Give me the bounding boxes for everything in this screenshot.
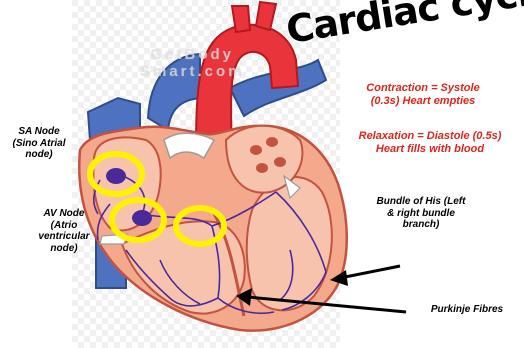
- aorta-branch-1: [232, 6, 250, 32]
- bundle-of-his-label: Bundle of His (Left & right bundle branc…: [356, 196, 486, 231]
- av-node-line-2: (Atrio: [22, 220, 106, 232]
- bundle-line-1: Bundle of His (Left: [356, 196, 486, 208]
- diastole-line-1: Relaxation = Diastole (0.5s): [340, 130, 520, 143]
- av-node-line-3: ventricular: [22, 231, 106, 243]
- av-node-line-4: node): [22, 243, 106, 255]
- bundle-line-2: & right bundle: [356, 208, 486, 220]
- pulmonary-vein-opening: [250, 145, 262, 155]
- sa-node-line-3: node): [0, 149, 78, 161]
- av-node-label: AV Node (Atrio ventricular node): [22, 208, 106, 254]
- systole-line-2: (0.3s) Heart empties: [328, 95, 518, 108]
- av-node: [132, 210, 152, 226]
- watermark-line-2: Smart.com: [140, 63, 245, 80]
- pulmonary-vein-opening: [274, 157, 286, 167]
- diastole-label: Relaxation = Diastole (0.5s) Heart fills…: [340, 130, 520, 155]
- sa-node-line-2: (Sino Atrial: [0, 138, 78, 150]
- sa-node-line-1: SA Node: [0, 126, 78, 138]
- watermark: GetBody Smart.com: [140, 46, 245, 81]
- watermark-line-1: GetBody: [140, 46, 245, 63]
- purkinje-fibres-label: Purkinje Fibres: [414, 304, 520, 316]
- sa-node: [106, 168, 126, 184]
- systole-label: Contraction = Systole (0.3s) Heart empti…: [328, 82, 518, 107]
- av-node-line-1: AV Node: [22, 208, 106, 220]
- pulmonary-vein-opening: [256, 163, 268, 173]
- pulmonary-vein-opening: [266, 137, 278, 147]
- bundle-line-3: branch): [356, 219, 486, 231]
- systole-line-1: Contraction = Systole: [328, 82, 518, 95]
- diastole-line-2: Heart fills with blood: [340, 143, 520, 156]
- sa-node-label: SA Node (Sino Atrial node): [0, 126, 78, 161]
